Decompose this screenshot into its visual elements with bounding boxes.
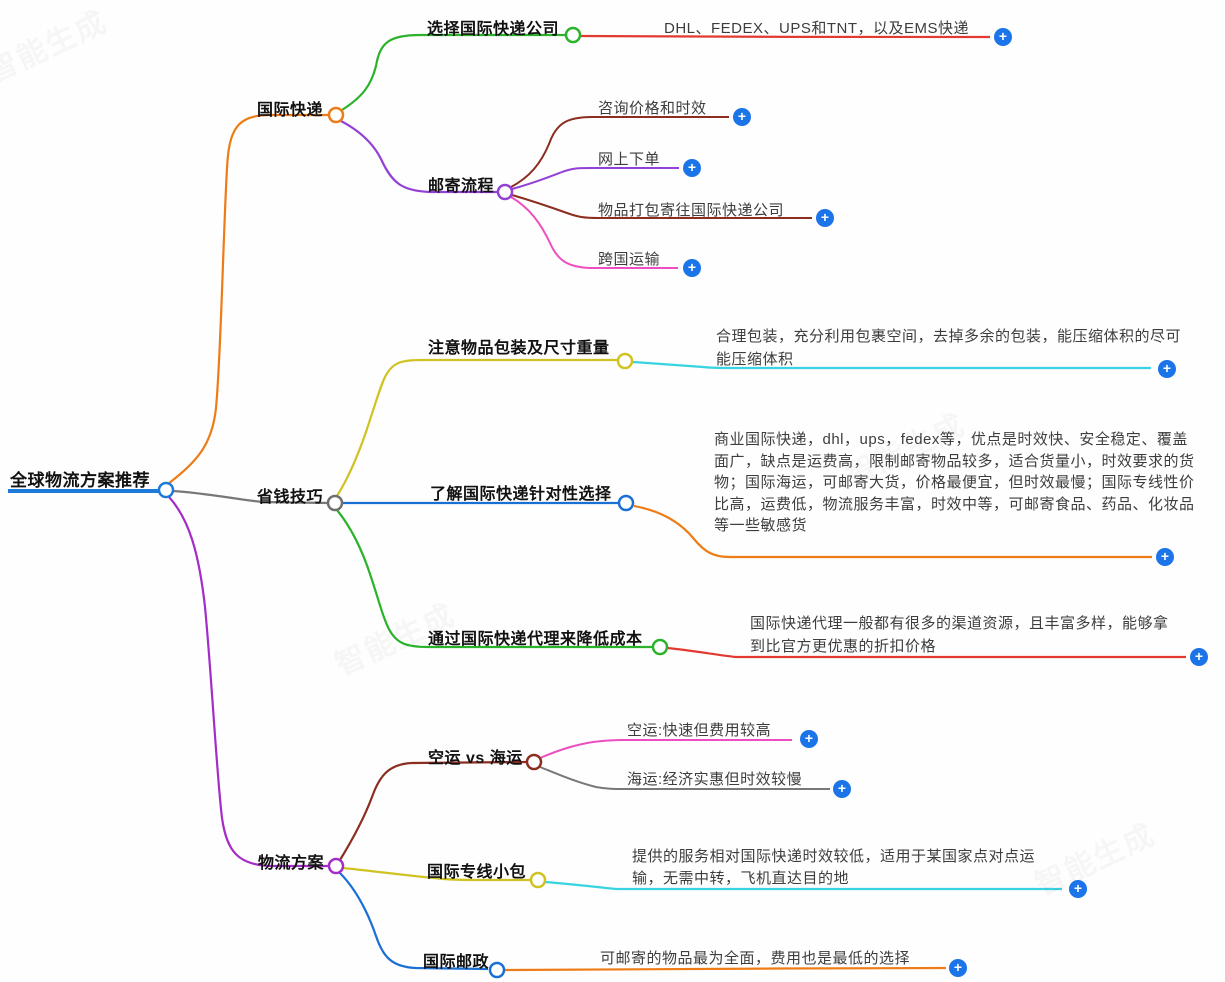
edge-to-mailing-process <box>340 120 498 194</box>
edge-root-to-logistics-plan <box>168 496 329 868</box>
leaf-reasonable-packaging[interactable]: 合理包装，充分利用包裹空间，去掉多余的包装，能压缩体积的尽可能压缩体积 <box>716 328 1182 368</box>
node-dedicated-line-parcel-label[interactable]: 国际专线小包 <box>427 864 527 881</box>
add-child-icon[interactable]: + <box>994 28 1012 46</box>
node-handle-dedicated-line-parcel[interactable] <box>529 871 547 889</box>
node-saving-tips-label[interactable]: 省钱技巧 <box>257 489 324 506</box>
node-intl-post-label[interactable]: 国际邮政 <box>423 954 490 971</box>
leaf-online-order[interactable]: 网上下单 <box>598 151 661 168</box>
leaf-cross-border-transport[interactable]: 跨国运输 <box>598 251 661 268</box>
edge-to-pack-and-send <box>511 194 812 219</box>
add-child-icon[interactable]: + <box>683 159 701 177</box>
edge-to-dhl-fedex-leaf <box>579 34 991 39</box>
node-handle-intl-express[interactable] <box>327 106 345 124</box>
leaf-consult-price[interactable]: 咨询价格和时效 <box>598 100 707 117</box>
node-handle-saving-tips[interactable] <box>326 494 344 512</box>
leaf-dhl-fedex-ups-tnt-ems[interactable]: DHL、FEDEX、UPS和TNT，以及EMS快递 <box>664 20 970 37</box>
edge-to-air-leaf <box>539 739 792 759</box>
edge-to-packaging-size-weight <box>336 358 617 497</box>
leaf-dedicated-line-detail[interactable]: 提供的服务相对国际快递时效较低，适用于某国家点对点运输，无需中转，飞机直达目的地 <box>632 848 1036 887</box>
edge-to-choose-express-company <box>341 33 566 111</box>
node-handle-logistics-plan[interactable] <box>327 857 345 875</box>
node-mailing-process-label[interactable]: 邮寄流程 <box>428 178 495 195</box>
edge-root-to-saving-tips <box>172 489 329 505</box>
add-child-icon[interactable]: + <box>1069 880 1087 898</box>
node-root-label[interactable]: 全球物流方案推荐 <box>10 471 150 490</box>
edge-to-express-agent <box>336 509 652 649</box>
node-targeted-selection-label[interactable]: 了解国际快递针对性选择 <box>430 486 612 503</box>
add-child-icon[interactable]: + <box>733 108 751 126</box>
edge-to-dedicated-line-leaf <box>544 880 1062 891</box>
leaf-agent-discount[interactable]: 国际快递代理一般都有很多的渠道资源，且丰富多样，能够拿到比官方更优惠的折扣价格 <box>750 615 1169 655</box>
edge-to-consult-price <box>510 116 729 188</box>
edge-to-dedicated-line-parcel <box>342 866 531 882</box>
node-handle-root[interactable] <box>157 481 175 499</box>
edge-to-reasonable-packaging-leaf <box>632 360 1151 370</box>
leaf-air-fast-expensive[interactable]: 空运:快速但费用较高 <box>627 722 772 739</box>
node-express-agent-label[interactable]: 通过国际快递代理来降低成本 <box>428 631 643 648</box>
add-child-icon[interactable]: + <box>1158 360 1176 378</box>
node-handle-mailing-process[interactable] <box>496 183 514 201</box>
edge-to-agent-discount-leaf <box>667 646 1186 659</box>
leaf-intl-post-detail[interactable]: 可邮寄的物品最为全面，费用也是最低的选择 <box>600 950 911 967</box>
edge-to-online-order <box>511 167 679 190</box>
leaf-sea-economical-slow[interactable]: 海运:经济实惠但时效较慢 <box>627 771 803 788</box>
edge-to-intl-post-leaf <box>504 966 947 972</box>
edge-to-commercial-express-leaf <box>633 504 1152 559</box>
add-child-icon[interactable]: + <box>1156 548 1174 566</box>
leaf-pack-and-send[interactable]: 物品打包寄往国际快递公司 <box>598 202 785 219</box>
node-air-vs-sea-label[interactable]: 空运 vs 海运 <box>428 750 523 767</box>
node-handle-targeted-selection[interactable] <box>617 494 635 512</box>
edge-to-air-vs-sea <box>339 760 528 861</box>
node-handle-express-agent[interactable] <box>651 638 669 656</box>
add-child-icon[interactable]: + <box>816 209 834 227</box>
add-child-icon[interactable]: + <box>833 780 851 798</box>
node-handle-packaging-size-weight[interactable] <box>616 352 634 370</box>
add-child-icon[interactable]: + <box>683 259 701 277</box>
node-choose-express-company-label[interactable]: 选择国际快递公司 <box>427 21 560 38</box>
node-logistics-plan-label[interactable]: 物流方案 <box>258 855 325 872</box>
add-child-icon[interactable]: + <box>1190 648 1208 666</box>
add-child-icon[interactable]: + <box>800 730 818 748</box>
node-intl-express-label[interactable]: 国际快递 <box>257 102 324 119</box>
edge-to-cross-border-transport <box>510 196 678 269</box>
leaf-commercial-express-detail[interactable]: 商业国际快递，dhl，ups，fedex等，优点是时效快、安全稳定、覆盖面广，缺… <box>714 431 1195 534</box>
node-handle-intl-post[interactable] <box>488 961 506 979</box>
node-handle-air-vs-sea[interactable] <box>525 753 543 771</box>
node-handle-choose-express-company[interactable] <box>564 26 582 44</box>
edge-root-to-intl-express <box>167 113 330 485</box>
add-child-icon[interactable]: + <box>949 959 967 977</box>
node-packaging-size-weight-label[interactable]: 注意物品包装及尺寸重量 <box>428 340 610 357</box>
edge-to-sea-leaf <box>539 766 830 790</box>
edge-to-intl-post <box>338 871 489 971</box>
